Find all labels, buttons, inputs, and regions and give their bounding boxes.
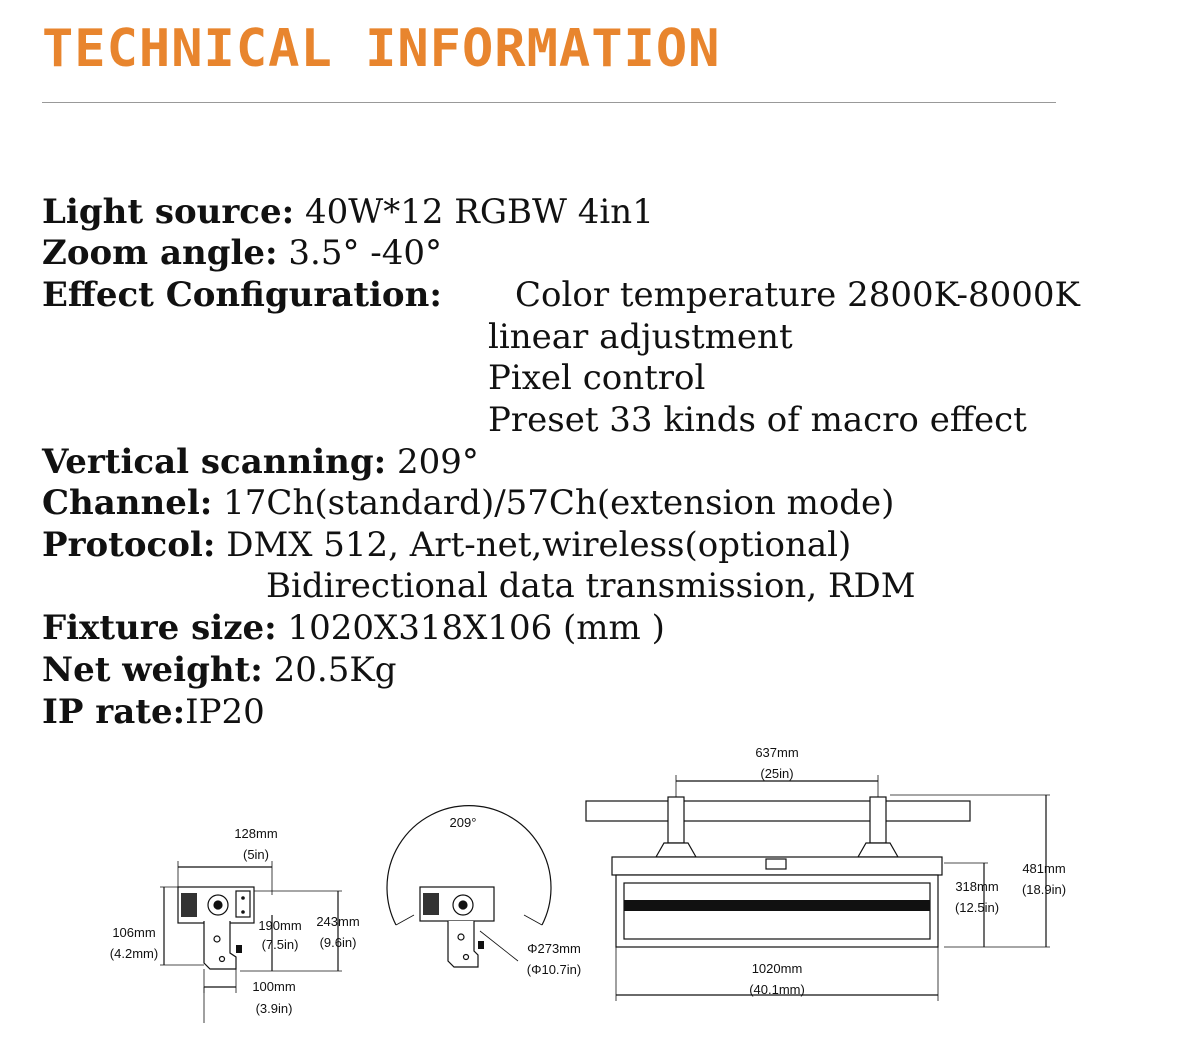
spec-value: 40W*12 RGBW 4in1 bbox=[294, 192, 654, 232]
spec-value: IP20 bbox=[185, 692, 265, 732]
scan-angle-drawing bbox=[386, 805, 552, 968]
spec-effect-line-3: Pixel control bbox=[488, 358, 706, 398]
scan-arc bbox=[386, 805, 552, 926]
dim-front-height-in: (12.5in) bbox=[955, 900, 999, 915]
led-strip bbox=[624, 900, 930, 911]
dim-front-width-mm: 1020mm bbox=[752, 961, 803, 976]
dim-side-depth-mm: 106mm bbox=[112, 925, 155, 940]
dim-side-h2-mm: 243mm bbox=[316, 914, 359, 929]
spec-label: IP rate: bbox=[42, 692, 186, 732]
side-yoke bbox=[203, 921, 237, 970]
dim-front-bracket-in: (25in) bbox=[760, 766, 793, 781]
spec-zoom-angle: Zoom angle: 3.5° -40° bbox=[42, 233, 442, 273]
spec-protocol-line-2: Bidirectional data transmission, RDM bbox=[266, 566, 916, 606]
spec-label: Vertical scanning: bbox=[42, 442, 387, 482]
dim-front-bracket-mm: 637mm bbox=[755, 745, 798, 760]
dim-front-total-mm: 481mm bbox=[1022, 861, 1065, 876]
spec-channel: Channel: 17Ch(standard)/57Ch(extension m… bbox=[42, 483, 894, 523]
page-title: TECHNICAL INFORMATION bbox=[42, 19, 721, 79]
spec-label: Effect Configuration: bbox=[42, 275, 442, 315]
truss-bar bbox=[585, 800, 971, 822]
side-view-drawing bbox=[160, 861, 342, 1023]
clamp-right bbox=[869, 796, 887, 844]
spec-label: Zoom angle: bbox=[42, 233, 278, 273]
spec-label: Net weight: bbox=[42, 650, 263, 690]
spec-vertical-scanning: Vertical scanning: 209° bbox=[42, 442, 479, 482]
spec-label: Fixture size: bbox=[42, 608, 277, 648]
dim-side-width-in: (5in) bbox=[243, 847, 269, 862]
dim-side-depth-in: (4.2mm) bbox=[110, 946, 158, 961]
technical-drawings: 128mm (5in) 106mm (4.2mm) 190mm (7.5in) … bbox=[0, 735, 1180, 1045]
spec-value: 20.5Kg bbox=[262, 650, 397, 690]
dim-scan-angle: 209° bbox=[450, 815, 477, 830]
spec-label: Protocol: bbox=[42, 525, 216, 565]
dim-side-h1-mm: 190mm bbox=[258, 918, 301, 933]
front-view-drawing bbox=[585, 775, 1050, 1001]
dim-swing-dia-in: (Φ10.7in) bbox=[527, 962, 581, 977]
spec-label: Channel: bbox=[42, 483, 213, 523]
spec-net-weight: Net weight: 20.5Kg bbox=[42, 650, 397, 690]
spec-ip-rate: IP rate:IP20 bbox=[42, 692, 265, 732]
spec-protocol: Protocol: DMX 512, Art-net,wireless(opti… bbox=[42, 525, 851, 565]
clamp-left bbox=[667, 796, 685, 844]
dim-swing-dia-mm: Φ273mm bbox=[527, 941, 581, 956]
drawings-svg: 128mm (5in) 106mm (4.2mm) 190mm (7.5in) … bbox=[110, 745, 1066, 1023]
spec-value: 209° bbox=[386, 442, 479, 482]
spec-effect-line-2: linear adjustment bbox=[488, 317, 793, 357]
dim-front-total-in: (18.9in) bbox=[1022, 882, 1066, 897]
spec-fixture-size: Fixture size: 1020X318X106 (mm ) bbox=[42, 608, 665, 648]
scan-yoke bbox=[447, 921, 479, 968]
dim-front-width-in: (40.1mm) bbox=[749, 982, 805, 997]
spec-effect-configuration: Effect Configuration: bbox=[42, 275, 442, 315]
spec-light-source: Light source: 40W*12 RGBW 4in1 bbox=[42, 192, 654, 232]
dim-front-height-mm: 318mm bbox=[955, 879, 998, 894]
spec-value: 17Ch(standard)/57Ch(extension mode) bbox=[212, 483, 895, 523]
dim-side-h2-in: (9.6in) bbox=[320, 935, 357, 950]
spec-value: 3.5° -40° bbox=[277, 233, 443, 273]
spec-effect-line-1: Color temperature 2800K-8000K bbox=[515, 275, 1080, 315]
spec-label: Light source: bbox=[42, 192, 295, 232]
dim-side-h1-in: (7.5in) bbox=[262, 937, 299, 952]
dim-side-base-mm: 100mm bbox=[252, 979, 295, 994]
spec-value: 1020X318X106 (mm ) bbox=[276, 608, 665, 648]
dim-side-base-in: (3.9in) bbox=[256, 1001, 293, 1016]
spec-effect-line-4: Preset 33 kinds of macro effect bbox=[488, 400, 1027, 440]
title-divider bbox=[42, 102, 1056, 103]
dim-side-width-mm: 128mm bbox=[234, 826, 277, 841]
spec-value: DMX 512, Art-net,wireless(optional) bbox=[215, 525, 852, 565]
